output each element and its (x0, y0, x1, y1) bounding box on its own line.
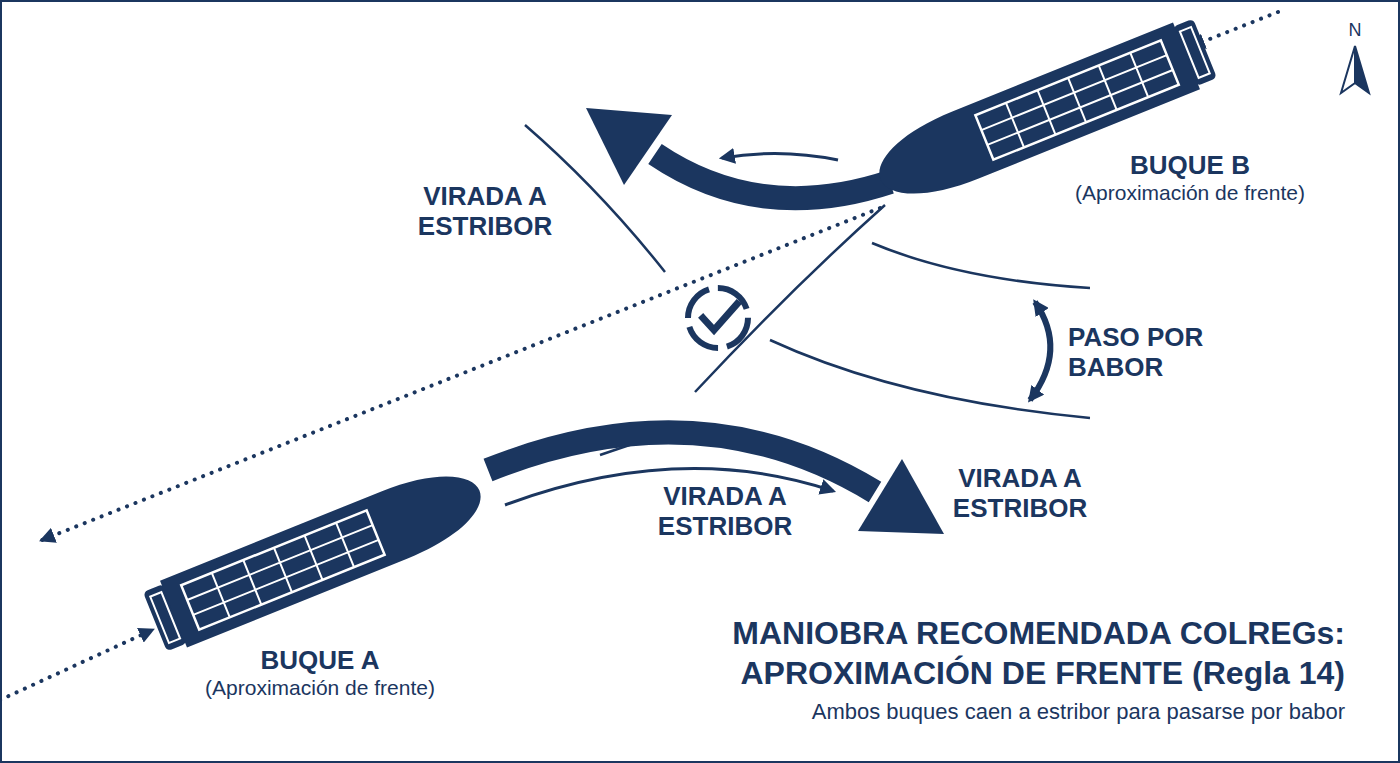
ship-label: BUQUE B (1040, 150, 1340, 180)
compass-arrow (1341, 46, 1355, 93)
ship-hull (141, 457, 492, 655)
maneuver-label: VIRADA A ESTRIBOR (940, 464, 1100, 524)
diagram-title: MANIOBRA RECOMENDADA COLREGs: APROXIMACI… (645, 613, 1345, 693)
ship-label-group: BUQUE B(Aproximación de frente) (1040, 150, 1340, 206)
ship-node: BUQUE A(Aproximación de frente) (150, 460, 490, 705)
turn-arrow-thin (722, 153, 838, 160)
diagram-caption: Ambos buques caen a estribor para pasars… (645, 699, 1345, 724)
ship-label-group: BUQUE A(Aproximación de frente) (170, 645, 470, 701)
passing-double-arrow (1030, 302, 1050, 400)
check-mark (703, 304, 737, 330)
check-ring (688, 288, 748, 348)
track-line (0, 630, 152, 700)
passage-curve (872, 243, 1090, 288)
ship-label: BUQUE A (170, 645, 470, 675)
ship-node: BUQUE B(Aproximación de frente) (880, 28, 1350, 218)
ship-label: (Aproximación de frente) (1040, 180, 1340, 206)
maneuver-label: PASO POR BABOR (1068, 323, 1228, 383)
maneuver-label: VIRADA A ESTRIBOR (405, 182, 565, 242)
ship-label: (Aproximación de frente) (170, 675, 470, 701)
turn-arrow-shaft (655, 154, 890, 198)
maneuver-label: VIRADA A ESTRIBOR (645, 482, 805, 542)
turn-arrow-head (586, 108, 672, 185)
compass-arrow (1355, 46, 1369, 93)
turn-arrow-head (858, 459, 944, 534)
compass-north: N (1335, 20, 1375, 41)
track-line (1192, 12, 1278, 46)
